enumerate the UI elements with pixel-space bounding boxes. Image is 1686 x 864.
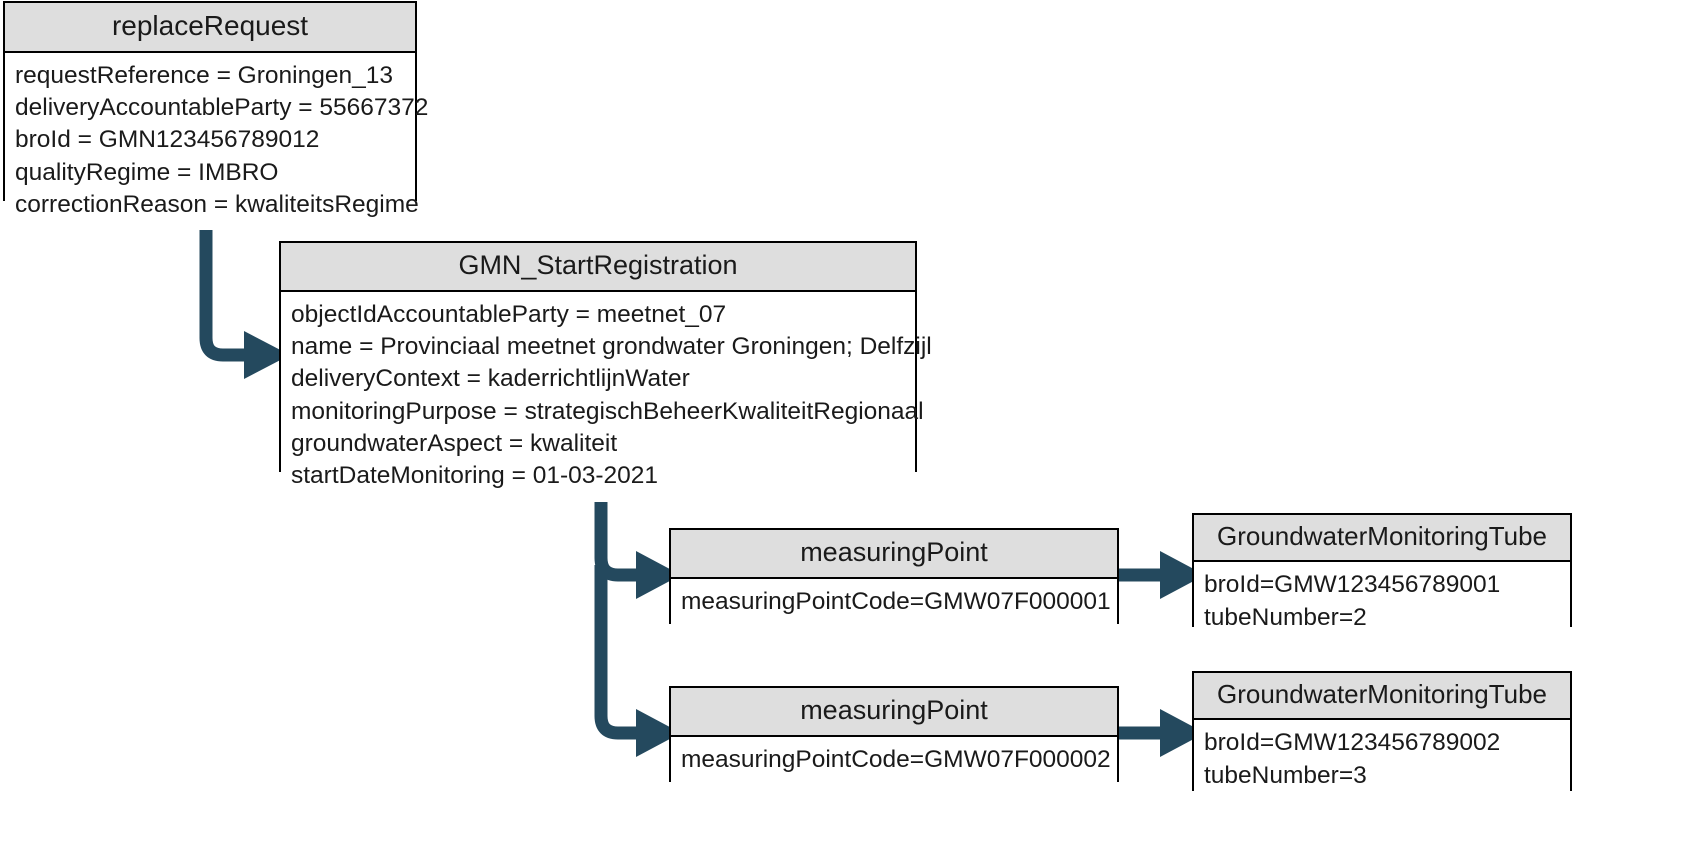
attribute-tube-number: tubeNumber=2 <box>1204 603 1367 631</box>
node-groundwater-monitoring-tube-2-body: broId=GMW123456789002 tubeNumber=3 <box>1194 720 1570 801</box>
node-replace-request-title: replaceRequest <box>5 3 415 53</box>
attribute-bro-id: broId=GMW123456789002 <box>1204 729 1501 757</box>
node-replace-request-body: requestReference = Groningen_13 delivery… <box>5 52 429 231</box>
attribute-groundwater-aspect: groundwaterAspect = kwaliteit <box>291 429 618 457</box>
attribute-bro-id: broId = GMN123456789012 <box>15 126 320 154</box>
attribute-tube-number: tubeNumber=3 <box>1204 761 1367 789</box>
node-measuring-point-1[interactable]: measuringPoint measuringPointCode=GMW07F… <box>669 528 1119 627</box>
node-measuring-point-2[interactable]: measuringPoint measuringPointCode=GMW07F… <box>669 686 1119 785</box>
node-groundwater-monitoring-tube-1-body: broId=GMW123456789001 tubeNumber=2 <box>1194 562 1570 643</box>
node-measuring-point-1-body: measuringPointCode=GMW07F000001 <box>671 578 1117 627</box>
attribute-start-date-monitoring: startDateMonitoring = 01-03-2021 <box>291 462 659 490</box>
node-replace-request[interactable]: replaceRequest requestReference = Gronin… <box>3 1 428 231</box>
attribute-monitoring-purpose: monitoringPurpose = strategischBeheerKwa… <box>291 397 924 425</box>
attribute-delivery-accountable-party: deliveryAccountableParty = 55667372 <box>15 94 429 122</box>
attribute-quality-regime: qualityRegime = IMBRO <box>15 158 279 186</box>
node-gmn-start-registration[interactable]: GMN_StartRegistration objectIdAccountabl… <box>279 241 932 502</box>
node-groundwater-monitoring-tube-2[interactable]: GroundwaterMonitoringTube broId=GMW12345… <box>1192 671 1572 801</box>
attribute-correction-reason: correctionReason = kwaliteitsRegime <box>15 191 419 219</box>
node-groundwater-monitoring-tube-1-title: GroundwaterMonitoringTube <box>1194 515 1570 563</box>
attribute-measuring-point-code: measuringPointCode=GMW07F000002 <box>681 745 1111 773</box>
attribute-measuring-point-code: measuringPointCode=GMW07F000001 <box>681 587 1111 615</box>
node-measuring-point-2-body: measuringPointCode=GMW07F000002 <box>671 736 1117 785</box>
attribute-bro-id: broId=GMW123456789001 <box>1204 571 1501 599</box>
attribute-request-reference: requestReference = Groningen_13 <box>15 61 393 89</box>
node-groundwater-monitoring-tube-1[interactable]: GroundwaterMonitoringTube broId=GMW12345… <box>1192 513 1572 643</box>
node-gmn-start-registration-body: objectIdAccountableParty = meetnet_07 na… <box>281 291 932 502</box>
node-gmn-start-registration-title: GMN_StartRegistration <box>281 243 915 292</box>
attribute-name: name = Provinciaal meetnet grondwater Gr… <box>291 332 932 360</box>
attribute-delivery-context: deliveryContext = kaderrichtlijnWater <box>291 365 690 393</box>
node-measuring-point-2-title: measuringPoint <box>671 688 1117 737</box>
node-groundwater-monitoring-tube-2-title: GroundwaterMonitoringTube <box>1194 673 1570 721</box>
node-measuring-point-1-title: measuringPoint <box>671 530 1117 579</box>
attribute-object-id-accountable-party: objectIdAccountableParty = meetnet_07 <box>291 300 727 328</box>
